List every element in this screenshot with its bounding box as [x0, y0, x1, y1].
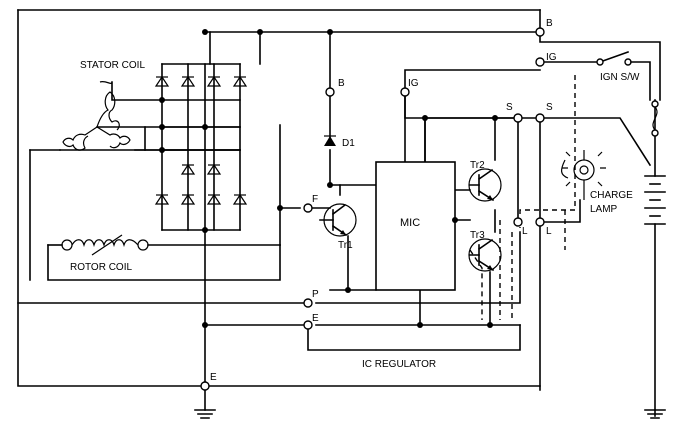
terminals: [200, 27, 545, 391]
ign-sw-label: IGN S/W: [600, 72, 640, 83]
charge-label: CHARGE: [590, 190, 633, 201]
rectifier-diodes: [154, 75, 248, 205]
wiring: [17, 9, 661, 417]
d1-diode: [324, 135, 336, 146]
terminal-s-outer: [535, 113, 545, 123]
tr1-label: Tr1: [338, 240, 353, 251]
battery: [644, 175, 666, 225]
tr2-label: Tr2: [470, 160, 485, 171]
stator-coil: [62, 80, 131, 151]
tr2-transistor: [468, 168, 502, 202]
terminal-p: [303, 298, 313, 308]
terminal-s-inner-label: S: [506, 102, 513, 113]
terminal-e-inner-label: E: [312, 313, 319, 324]
current-flow-paths: [469, 75, 576, 320]
fuse: [651, 100, 659, 137]
terminal-l-outer: [535, 217, 545, 227]
terminal-s-outer-label: S: [546, 102, 553, 113]
terminal-b-outer: [535, 27, 545, 37]
terminal-p-label: P: [312, 289, 319, 300]
ground-symbol: [194, 409, 216, 419]
terminal-l-inner-label: L: [522, 226, 528, 237]
charge-lamp: [561, 150, 606, 200]
mic-block: [375, 161, 456, 291]
terminal-l-outer-label: L: [546, 226, 552, 237]
terminal-l-inner: [513, 217, 523, 227]
terminal-e-inner: [303, 320, 313, 330]
terminal-e-outer: [200, 381, 210, 391]
battery-ground-symbol: [644, 409, 666, 419]
tr1-transistor: [319, 203, 357, 237]
terminal-f-label: F: [312, 194, 318, 205]
rotor-coil-label: ROTOR COIL: [70, 262, 132, 273]
terminal-ig-inner: [400, 87, 410, 97]
terminal-ig-inner-label: IG: [408, 78, 419, 89]
terminal-ig-outer: [535, 57, 545, 67]
rotor-coil: [61, 234, 149, 256]
labels: STATOR COIL ROTOR COIL D1 MIC Tr1 Tr2 Tr…: [70, 18, 640, 383]
terminal-s-inner: [513, 113, 523, 123]
lamp-label: LAMP: [590, 204, 618, 215]
terminal-b-inner-label: B: [338, 78, 345, 89]
ic-regulator-label: IC REGULATOR: [362, 359, 436, 370]
terminal-e-outer-label: E: [210, 372, 217, 383]
ignition-switch: [596, 50, 651, 101]
d1-label: D1: [342, 138, 355, 149]
junction-dots: [159, 29, 498, 328]
terminal-b-inner: [325, 87, 335, 97]
tr3-label: Tr3: [470, 230, 485, 241]
terminal-b-outer-label: B: [546, 18, 553, 29]
mic-label: MIC: [400, 217, 420, 229]
tr3-transistor: [468, 238, 502, 272]
terminal-f: [303, 203, 313, 213]
terminal-ig-outer-label: IG: [546, 52, 557, 63]
stator-coil-label: STATOR COIL: [80, 60, 145, 71]
